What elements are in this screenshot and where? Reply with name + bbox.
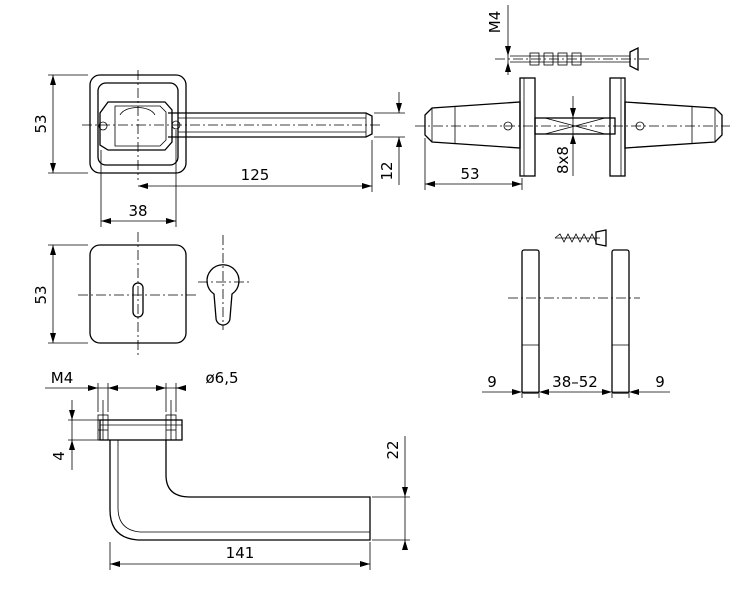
left-plate <box>521 249 540 394</box>
dim-escutcheon-height: 53 <box>32 285 50 304</box>
right-handle-taper <box>624 101 723 149</box>
handle-side-view: M4 ø6,5 4 22 141 <box>45 369 410 570</box>
dim-screw-thread-top: M4 <box>486 11 504 34</box>
dim-side-projection: 53 <box>460 165 479 183</box>
dim-rosette-height: 53 <box>32 114 50 133</box>
door-section-view: 9 38–52 9 <box>482 229 670 398</box>
dim-rosette-width: 38 <box>128 202 147 220</box>
right-plate <box>611 249 630 394</box>
dim-spindle-square: 8x8 <box>554 146 572 174</box>
wood-screw-thread <box>554 233 597 243</box>
dim-door-thickness: 38–52 <box>552 373 598 391</box>
screw-head <box>629 46 639 72</box>
dim-plate-thickness-left: 9 <box>487 373 497 391</box>
escutcheon-view: 53 <box>32 232 250 355</box>
right-rosette-side <box>609 77 626 177</box>
dim-handle-length-bottom: 141 <box>226 544 255 562</box>
cylinder-profile <box>206 264 240 326</box>
handle-top-view: 53 38 125 12 <box>32 70 405 227</box>
dim-plate-thickness-right: 9 <box>655 373 665 391</box>
dim-cylinder-hole: ø6,5 <box>205 369 238 387</box>
handle-neck <box>99 101 173 151</box>
set-side-view: M4 53 8x8 <box>415 5 730 190</box>
dim-handle-rise: 22 <box>384 440 402 459</box>
lever-profile <box>109 440 371 541</box>
left-rosette-side <box>519 77 536 177</box>
dim-screw-thread-bottom: M4 <box>51 369 74 387</box>
key-slot <box>132 282 144 318</box>
dim-handle-thickness: 12 <box>378 161 396 180</box>
screw-left <box>98 121 108 131</box>
dim-handle-length-top: 125 <box>241 166 270 184</box>
left-handle-taper <box>424 101 521 149</box>
dim-rosette-depth: 4 <box>50 451 68 461</box>
wood-screw-head <box>595 229 607 247</box>
